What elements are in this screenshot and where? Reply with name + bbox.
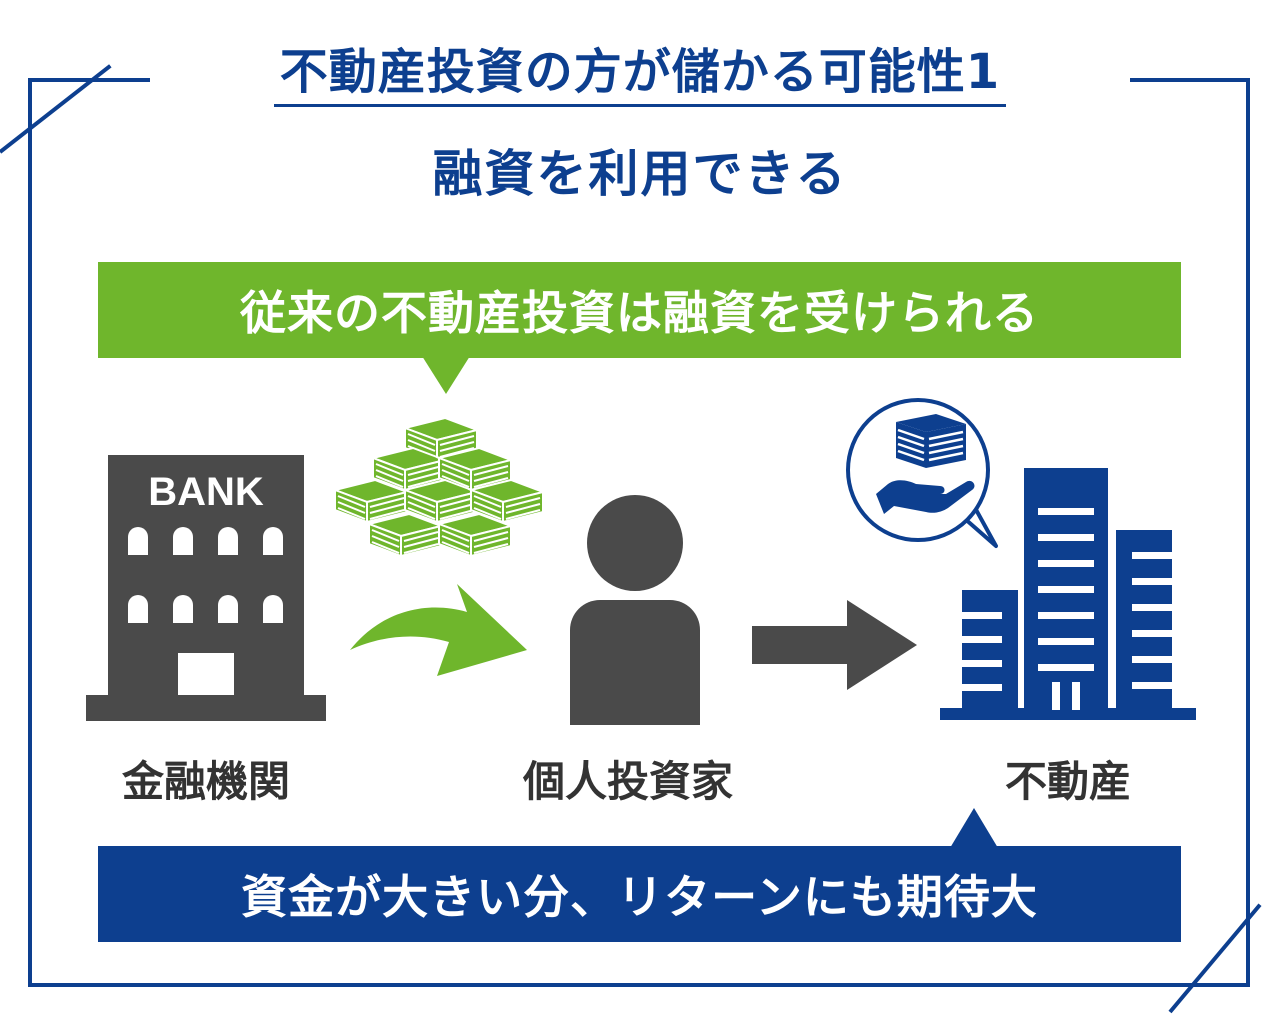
bank-building-icon: BANK	[86, 455, 326, 721]
bottom-callout-banner: 資金が大きい分、リターンにも期待大	[98, 846, 1181, 942]
bank-sign: BANK	[148, 470, 264, 514]
top-callout-banner: 従来の不動産投資は融資を受けられる	[98, 262, 1181, 358]
top-callout-tail	[422, 356, 470, 394]
investor-label: 個人投資家	[522, 757, 733, 806]
investor-person-icon	[570, 495, 700, 725]
page-title: 不動産投資の方が儲かる可能性1	[273, 40, 1007, 107]
bank-label: 金融機関	[121, 757, 290, 806]
money-in-hand-bubble-icon	[846, 398, 998, 548]
page-subtitle: 融資を利用できる	[432, 145, 848, 203]
property-label: 不動産	[1004, 757, 1131, 806]
bottom-callout-tail	[950, 808, 998, 848]
title-block: 不動産投資の方が儲かる可能性1	[150, 40, 1130, 120]
loan-arrow-icon	[350, 584, 527, 676]
property-building-icon	[940, 468, 1196, 720]
invest-arrow-icon	[752, 600, 917, 690]
money-stack-icon	[334, 417, 544, 557]
